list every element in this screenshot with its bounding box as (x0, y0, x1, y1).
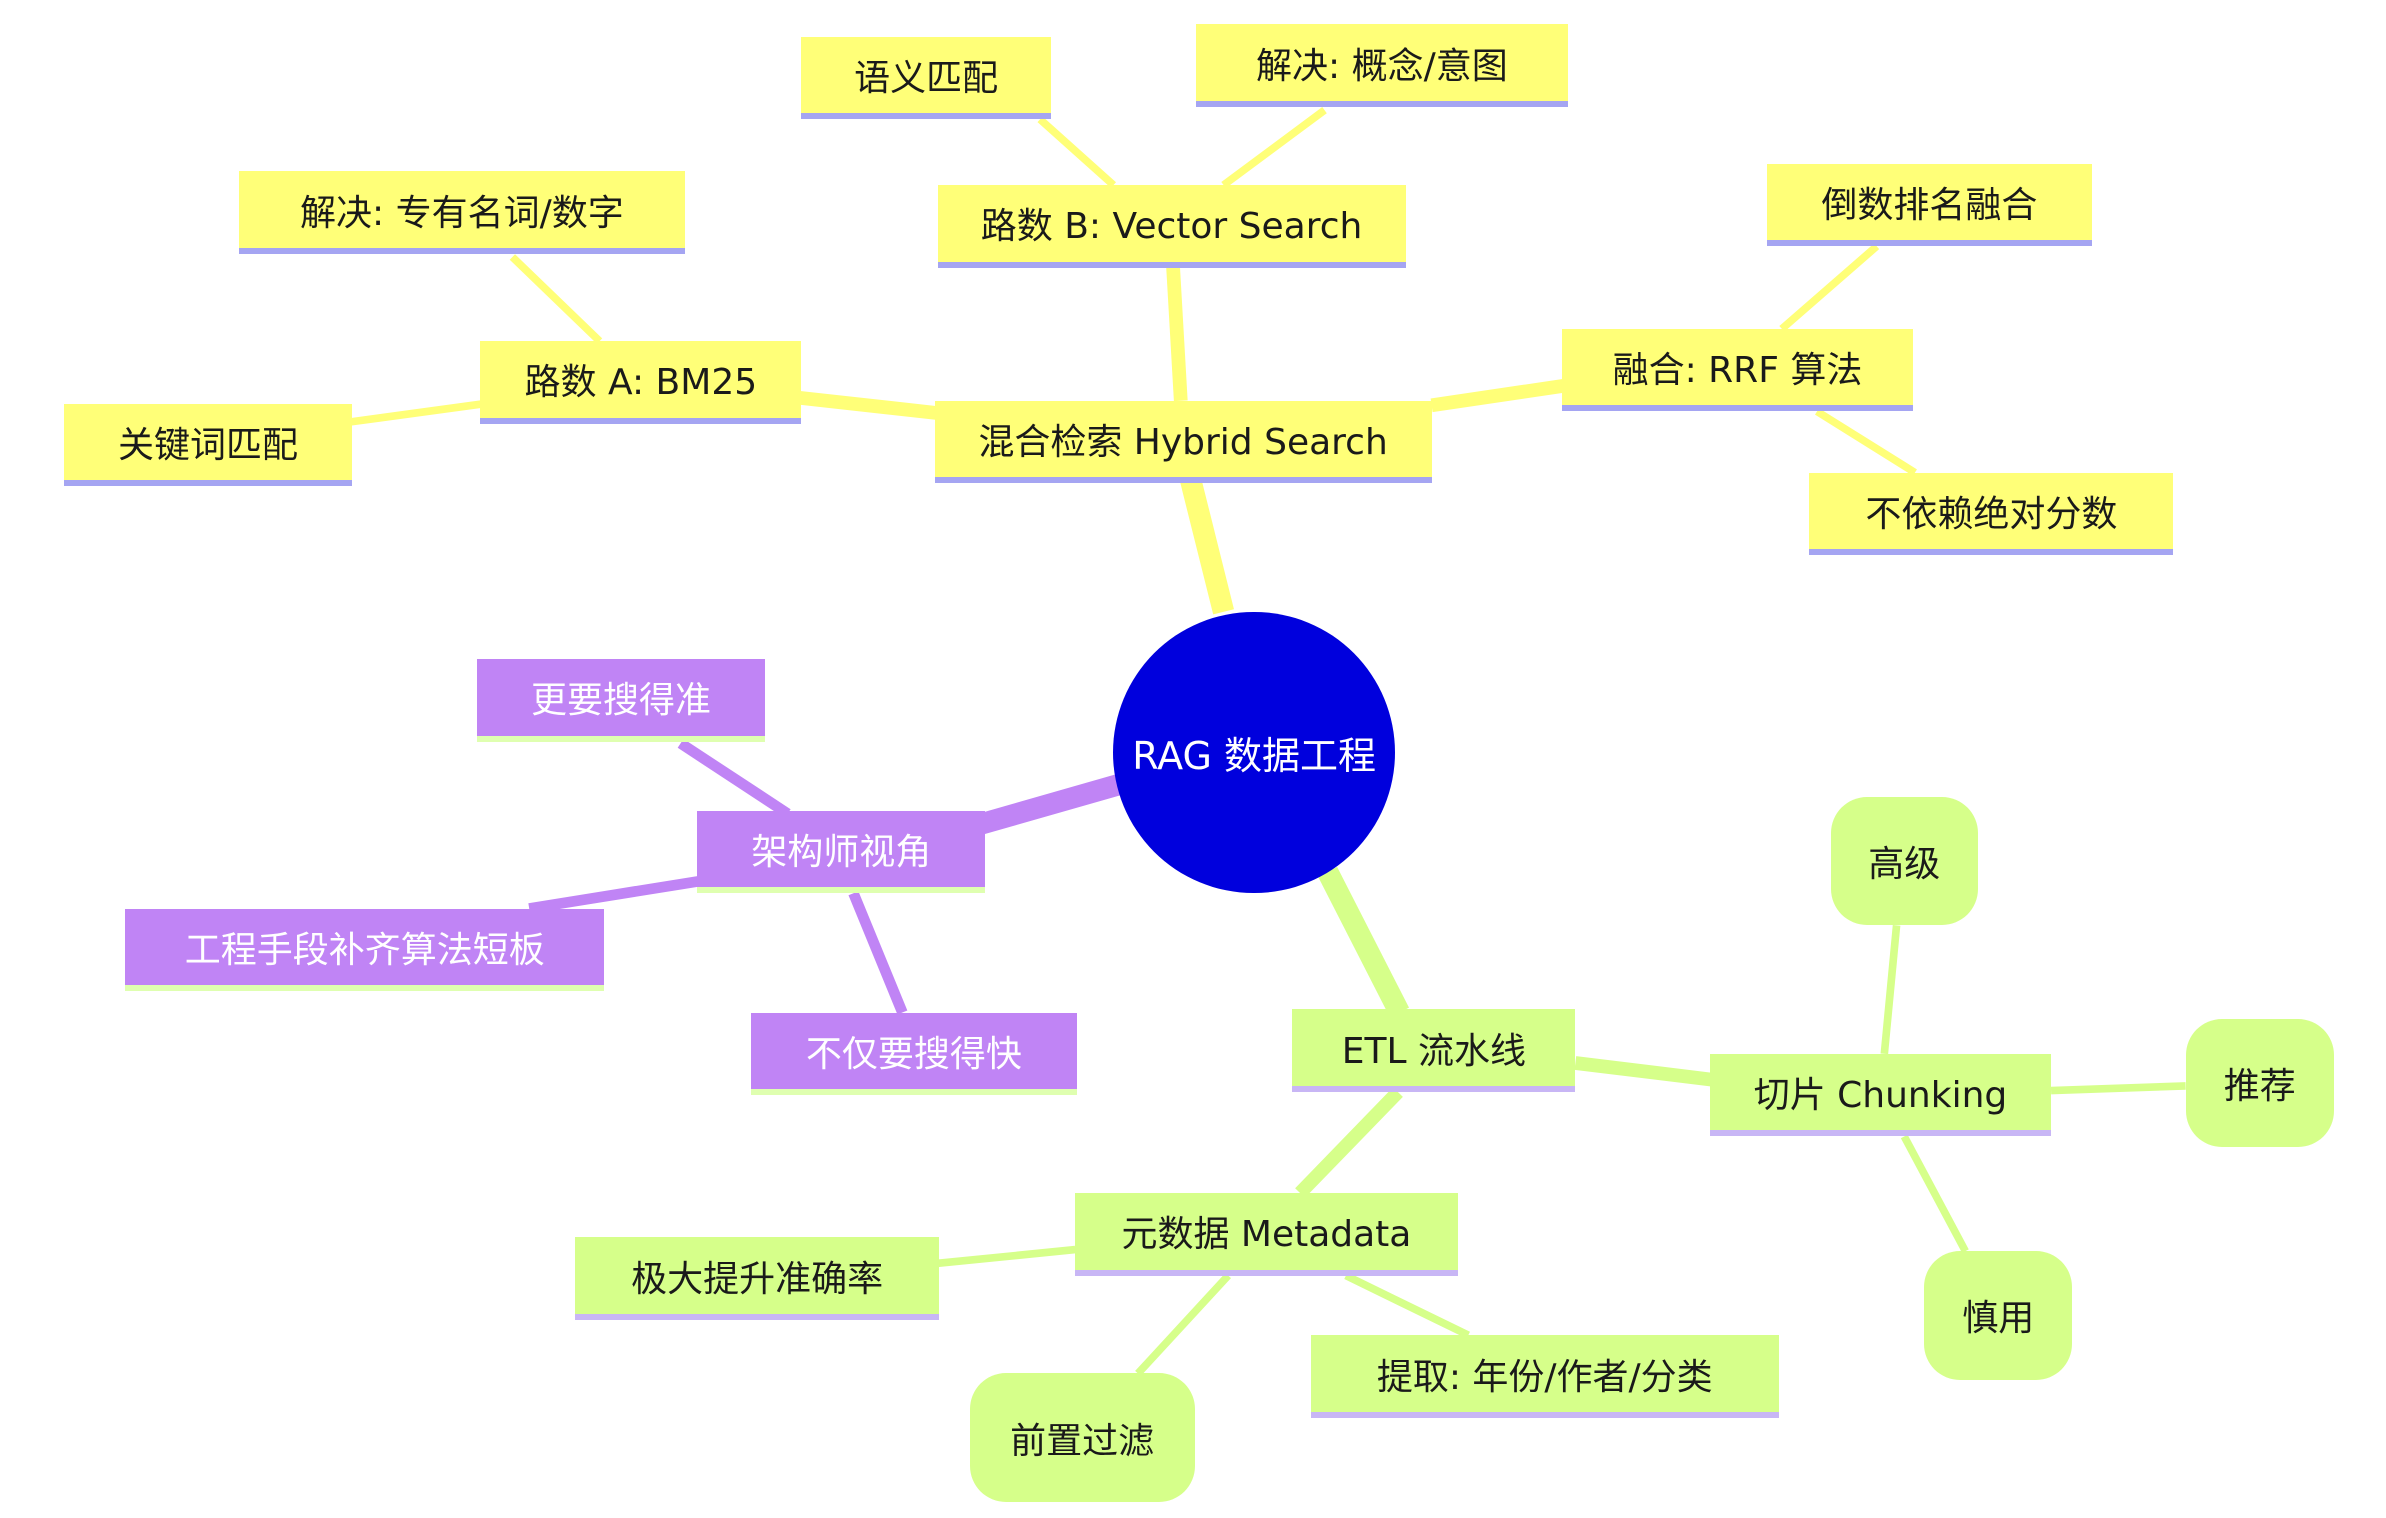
edge-chunking-recommended (2050, 1082, 2186, 1095)
edge-route-a-solve (509, 254, 603, 344)
no-absolute-score-node[interactable]: 不依赖绝对分数 (1809, 472, 2174, 556)
edge-fusion-absolute (1815, 408, 1917, 476)
metadata-node[interactable]: 元数据 Metadata (1075, 1193, 1458, 1276)
edge-hybrid-route-a (797, 390, 937, 420)
edge-route-b-semantic (1037, 116, 1117, 188)
etl-pipeline-node[interactable]: ETL 流水线 (1292, 1009, 1576, 1093)
chunking-caution-node[interactable]: 慎用 (1924, 1251, 2073, 1380)
chunking-advanced-node[interactable]: 高级 (1830, 796, 1978, 926)
fusion-rrf-node[interactable]: 融合: RRF 算法 (1561, 328, 1914, 412)
edge-hybrid-fusion (1430, 378, 1568, 413)
architect-view-node[interactable]: 架构师视角 (697, 810, 985, 894)
edge-route-a-keyword (348, 399, 484, 426)
reciprocal-rank-node[interactable]: 倒数排名融合 (1766, 163, 2093, 247)
boost-accuracy-node[interactable]: 极大提升准确率 (575, 1237, 940, 1320)
pre-filter-node[interactable]: 前置过滤 (969, 1373, 1195, 1502)
engineering-fill-gap-node[interactable]: 工程手段补齐算法短板 (125, 908, 605, 992)
edge-architect-accurate (677, 738, 791, 819)
edge-metadata-extract (1344, 1272, 1470, 1339)
keyword-match-node[interactable]: 关键词匹配 (64, 403, 352, 487)
edge-etl-metadata (1295, 1087, 1403, 1198)
route-b-vector-node[interactable]: 路数 B: Vector Search (937, 185, 1406, 268)
hybrid-search-node[interactable]: 混合检索 Hybrid Search (934, 400, 1432, 484)
semantic-match-node[interactable]: 语义匹配 (801, 36, 1051, 120)
chunking-node[interactable]: 切片 Chunking (1709, 1053, 2052, 1137)
edge-etl-chunking (1574, 1056, 1714, 1087)
edge-architect-gap (528, 875, 702, 914)
edge-route-b-solve (1221, 107, 1327, 189)
edge-hybrid-route-b (1166, 267, 1188, 402)
edge-metadata-accuracy (937, 1245, 1076, 1268)
search-fast-node[interactable]: 不仅要搜得快 (750, 1012, 1077, 1096)
route-a-bm25-node[interactable]: 路数 A: BM25 (480, 341, 802, 424)
edge-chunking-caution (1900, 1134, 1969, 1253)
edge-chunking-advanced (1880, 924, 1901, 1055)
route-b-solve-node[interactable]: 解决: 概念/意图 (1196, 24, 1568, 108)
edge-architect-fast (848, 891, 908, 1015)
route-a-solve-node[interactable]: 解决: 专有名词/数字 (238, 171, 686, 254)
root-node[interactable]: RAG 数据工程 (1113, 611, 1395, 894)
extract-fields-node[interactable]: 提取: 年份/作者/分类 (1310, 1335, 1779, 1418)
edge-root-architect (960, 772, 1128, 840)
edge-root-etl (1318, 866, 1410, 1018)
edge-metadata-prefilter (1135, 1273, 1231, 1377)
chunking-recommended-node[interactable]: 推荐 (2185, 1018, 2334, 1148)
edge-root-hybrid (1179, 474, 1234, 615)
edge-fusion-rrf (1779, 243, 1880, 332)
search-accurate-node[interactable]: 更要搜得准 (477, 659, 765, 742)
